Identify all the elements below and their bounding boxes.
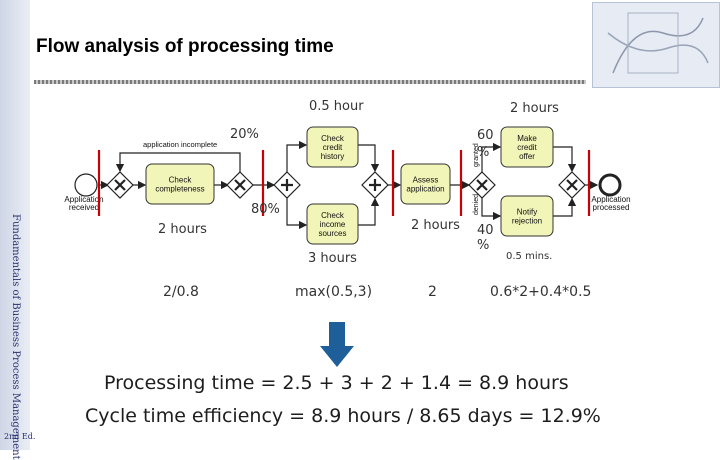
annotation-branch-upper: 20% <box>230 127 259 142</box>
end-event <box>600 175 620 195</box>
denied-pct-text: 40 % <box>477 223 494 253</box>
annotation-granted-pct: 60 % <box>477 127 501 161</box>
down-arrow-icon <box>320 322 354 368</box>
annotation-rejection-time: 0.5 mins. <box>506 251 552 262</box>
annotation-branch-lower: 80% <box>251 202 280 217</box>
flow-label-incomplete: application incomplete <box>143 140 217 149</box>
calc-decision: 0.6*2+0.4*0.5 <box>490 284 591 300</box>
annotation-assess-time: 2 hours <box>411 218 460 233</box>
processing-time-result: Processing time = 2.5 + 3 + 2 + 1.4 = 8.… <box>104 372 569 394</box>
cycle-time-efficiency-result: Cycle time efficiency = 8.9 hours / 8.65… <box>85 405 601 427</box>
annotation-completeness-time: 2 hours <box>158 222 207 237</box>
calc-assess: 2 <box>428 284 437 300</box>
flow-label-denied: denied <box>473 194 480 215</box>
calc-parallel: max(0.5,3) <box>295 284 372 300</box>
annotation-income-sources-time: 3 hours <box>308 251 357 266</box>
granted-pct-text: 60 % <box>477 128 494 160</box>
start-event <box>75 174 97 196</box>
annotation-denied-pct: 40 % <box>477 223 501 253</box>
annotation-credit-history-time: 0.5 hour <box>309 99 364 114</box>
calc-completeness: 2/0.8 <box>163 284 199 300</box>
annotation-offer-time: 2 hours <box>510 101 559 116</box>
